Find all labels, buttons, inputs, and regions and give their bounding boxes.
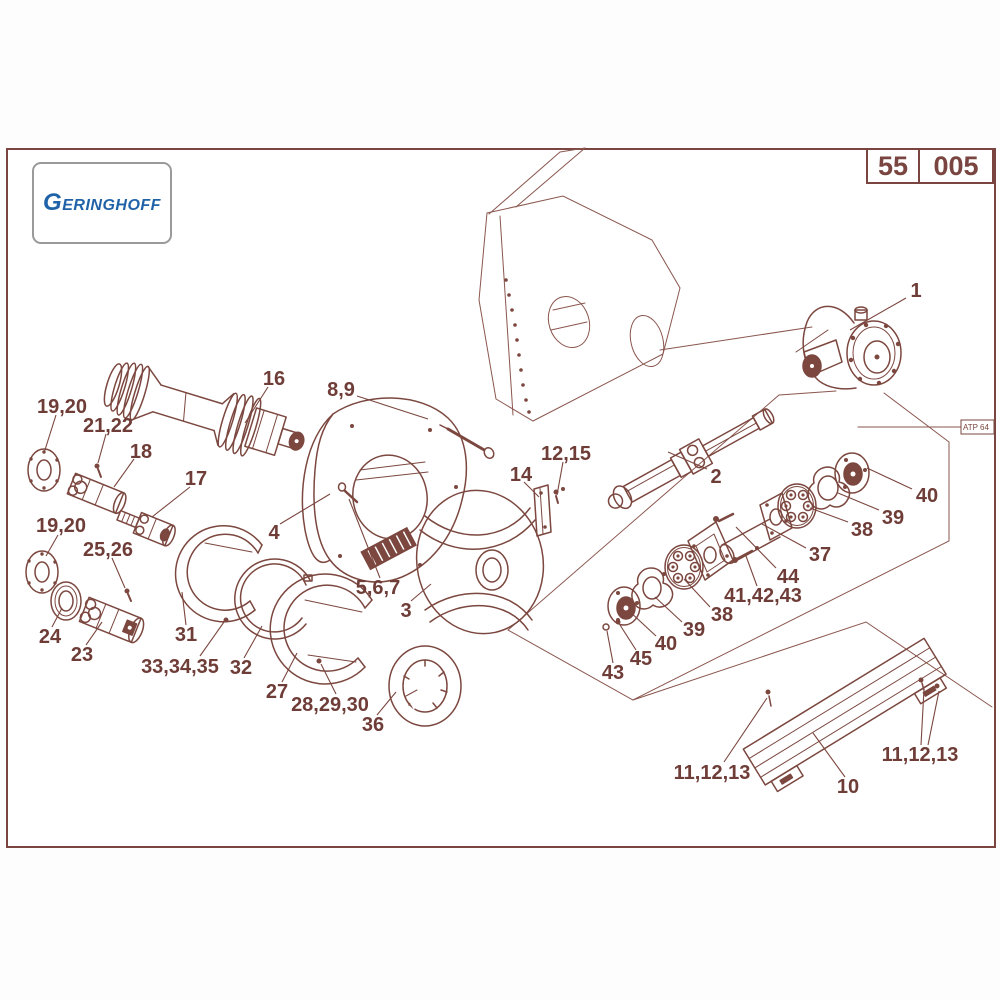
part-43-washer [602, 623, 610, 631]
callout-16: 16 [263, 368, 285, 390]
part-44-bolt [713, 512, 735, 523]
callout-1: 1 [910, 280, 921, 302]
callout-36: 36 [362, 714, 384, 736]
part-23-joint [78, 596, 145, 644]
part-40-flange-right [834, 452, 870, 494]
callout-leaders [43, 297, 940, 778]
part-16-pto-guard [103, 362, 305, 457]
callout-40-right: 40 [916, 485, 938, 507]
sheet-code-group: 55 [868, 150, 920, 182]
part-frame-plate [478, 147, 681, 422]
callout-3: 3 [400, 600, 411, 622]
part-414243-screws [732, 546, 759, 563]
part-38-coupling-disc-right [777, 483, 817, 529]
part-31-half-shell [174, 525, 263, 623]
part-111213-screws-right [918, 677, 940, 691]
callout-45: 45 [630, 648, 652, 670]
part-17-joint [116, 509, 176, 547]
part-18-joint [66, 472, 127, 515]
callout-38-left: 38 [711, 604, 733, 626]
part-32-snap-ring [234, 558, 313, 640]
callout-31: 31 [175, 624, 197, 646]
part-4-shield [301, 397, 468, 583]
part-567-screw [337, 482, 359, 504]
callout-39-left: 39 [683, 619, 705, 641]
part-111213-screws-left [765, 689, 772, 707]
sheet-code-page: 005 [933, 150, 979, 181]
part-40-flange-left [607, 586, 641, 626]
stamp-text: ATP 64 [963, 423, 989, 432]
callout-28-29-30: 28,29,30 [291, 694, 369, 716]
callout-39-right: 39 [882, 507, 904, 529]
callout-19-20-top: 19,20 [37, 396, 87, 418]
part-1920-flange-top [27, 448, 61, 492]
part-2-driveshaft [607, 408, 775, 510]
callout-44: 44 [777, 566, 800, 588]
callout-41-42-43: 41,42,43 [724, 585, 802, 607]
part-27-half-shell [269, 573, 373, 685]
alignment-lines [507, 326, 993, 708]
logo-box: GERINGHOFF [32, 162, 172, 244]
part-2526-screw [124, 588, 132, 602]
part-39-gasket-right [807, 466, 851, 510]
part-2122-screw [94, 463, 102, 478]
callout-32: 32 [230, 657, 252, 679]
callout-4: 4 [268, 522, 280, 544]
callout-11-12-13-left: 11,12,13 [674, 762, 751, 784]
part-282930-screw [316, 658, 322, 664]
part-24-bearing [50, 581, 82, 621]
sheet-code-box: 55 005 [866, 148, 994, 184]
callout-14: 14 [510, 464, 533, 486]
callout-10: 10 [837, 776, 859, 798]
callout-17: 17 [185, 468, 207, 490]
brand-logo: GERINGHOFF [43, 189, 161, 216]
callout-33-34-35: 33,34,35 [141, 656, 219, 678]
callout-37: 37 [809, 544, 831, 566]
part-14-bracket [533, 484, 552, 537]
callout-21-22: 21,22 [83, 415, 133, 437]
callout-11-12-13-right: 11,12,13 [882, 744, 959, 766]
part-1-gearbox [795, 305, 902, 390]
part-1215-screws [553, 487, 565, 504]
callout-5-6-7: 5,6,7 [356, 577, 400, 599]
callout-12-15: 12,15 [541, 443, 591, 465]
callout-25-26: 25,26 [83, 539, 133, 561]
callout-40-left: 40 [655, 633, 677, 655]
callout-23: 23 [71, 644, 93, 666]
part-89-bolt [439, 424, 495, 460]
callout-24: 24 [39, 626, 62, 648]
part-45-screw [615, 619, 621, 625]
callout-18: 18 [130, 441, 152, 463]
callout-labels: 1 16 8,9 19,20 21,22 18 12,15 17 14 2 40… [36, 280, 958, 798]
part-36-ring [388, 645, 462, 727]
part-1920-flange-bottom [25, 550, 59, 594]
callout-38-right: 38 [851, 519, 873, 541]
part-333435-screw [223, 617, 229, 623]
part-3-dome-cover [415, 489, 545, 635]
part-splined-stud [360, 526, 417, 571]
part-10-guard-channel [742, 637, 948, 793]
callout-2: 2 [710, 466, 721, 488]
part-38-coupling-disc-left [664, 544, 704, 590]
callout-43: 43 [602, 662, 624, 684]
callout-19-20-bottom: 19,20 [36, 515, 86, 537]
callout-27: 27 [266, 681, 288, 703]
stamp-box: ATP 64 [960, 419, 995, 435]
page-border [6, 148, 996, 848]
callout-8-9: 8,9 [327, 379, 355, 401]
